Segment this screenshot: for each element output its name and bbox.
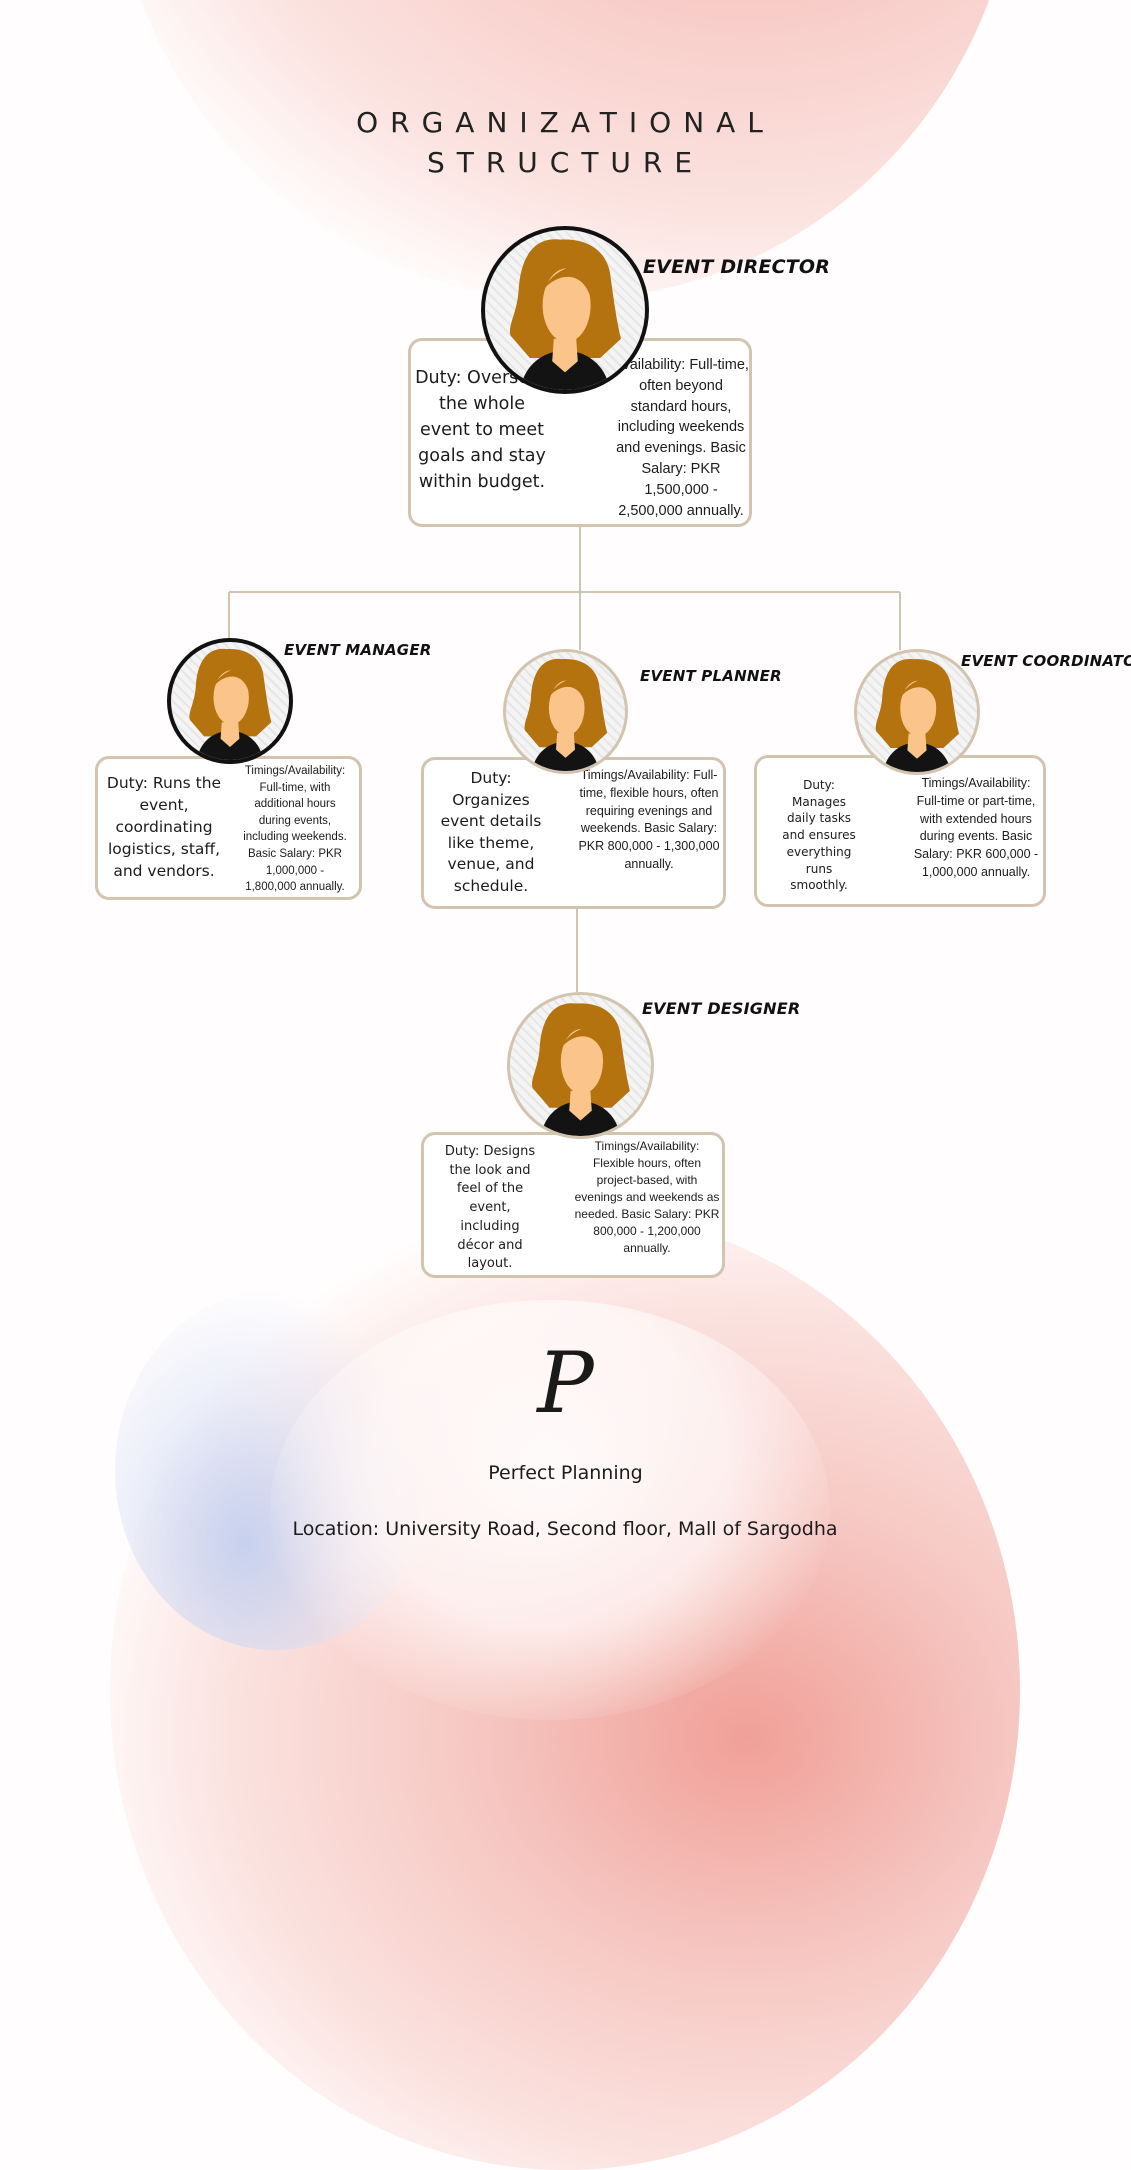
manager-avatar-icon [167,638,293,764]
coordinator-title: EVENT COORDINATOR [961,652,1131,670]
director-availability: Availability: Full-time, often beyond st… [613,357,749,519]
location-text: Location: University Road, Second floor,… [292,1518,838,1540]
avatar-icon [509,239,621,390]
director-title: EVENT DIRECTOR [643,256,831,278]
planner-card: Duty: Organizes event details like theme… [421,757,726,909]
designer-avatar-icon [507,992,654,1139]
planner-availability: Timings/Availability: Full-time, flexibl… [578,768,720,871]
page-title-line-1: ORGANIZATIONAL [356,106,775,139]
planner-avatar-icon [503,649,628,774]
director-avatar-icon [481,226,649,394]
org-connectors [228,525,901,992]
designer-duty: Duty: Designs the look and feel of the e… [444,1144,536,1272]
avatar-icon [531,1003,630,1136]
manager-card: Duty: Runs the event, coordinating logis… [95,756,362,900]
coordinator-avatar-icon [854,649,980,775]
director-duty: Duty: Oversees the whole event to meet g… [415,368,549,492]
avatar-icon [875,658,959,772]
designer-availability: Timings/Availability: Flexible hours, of… [574,1139,720,1255]
brand-name: Perfect Planning [488,1462,643,1484]
planner-title: EVENT PLANNER [640,667,782,685]
coordinator-card: Duty: Manages daily tasks and ensures ev… [754,755,1046,907]
page-title-line-2: STRUCTURE [426,146,705,179]
coordinator-availability: Timings/Availability: Full-time or part-… [913,776,1039,879]
designer-card: Duty: Designs the look and feel of the e… [421,1132,725,1278]
avatar-icon [189,648,272,760]
coordinator-duty: Duty: Manages daily tasks and ensures ev… [782,778,856,893]
avatar-icon [524,658,608,771]
manager-availability: Timings/Availability: Full-time, with ad… [243,765,347,894]
brand-logo: P [537,1334,594,1432]
planner-duty: Duty: Organizes event details like theme… [440,769,542,895]
manager-duty: Duty: Runs the event, coordinating logis… [106,774,222,880]
designer-title: EVENT DESIGNER [642,999,801,1018]
manager-title: EVENT MANAGER [284,641,432,659]
